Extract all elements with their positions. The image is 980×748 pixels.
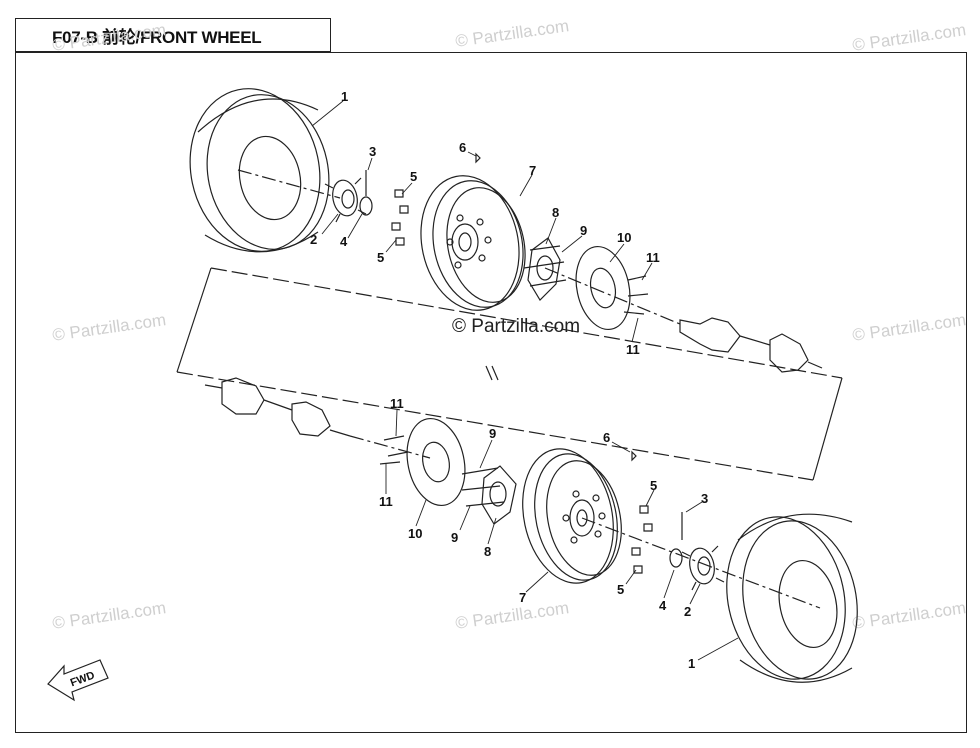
callout-10b: 10 [408, 526, 422, 541]
wheel-studs-upper [524, 246, 566, 286]
callout-6: 6 [459, 140, 466, 155]
hub-cap-lower [682, 546, 724, 590]
callout-11b: 11 [626, 342, 640, 357]
callout-7b: 7 [519, 590, 526, 605]
callout-1b: 1 [688, 656, 695, 671]
callout-9: 9 [580, 223, 587, 238]
callout-11d: 11 [379, 494, 393, 509]
hub-lower [482, 466, 516, 524]
brake-disc-upper [569, 242, 637, 335]
callout-2: 2 [310, 232, 317, 247]
callout-9c: 9 [451, 530, 458, 545]
callout-5: 5 [410, 169, 417, 184]
callout-11: 11 [646, 250, 660, 265]
callout-6b: 6 [603, 430, 610, 445]
castle-nut-lower [670, 549, 682, 567]
callout-5d: 5 [617, 582, 624, 597]
diagram-frame [15, 52, 967, 733]
hub-upper [528, 238, 560, 300]
callout-1: 1 [341, 89, 348, 104]
castle-nut-upper [360, 197, 372, 215]
drive-shaft-lower [205, 378, 350, 436]
diagram-title: F07-B 前轮/FRONT WHEEL [15, 18, 331, 52]
lug-nuts-upper [392, 190, 408, 245]
callout-10: 10 [617, 230, 631, 245]
brake-disc-lower [399, 413, 472, 511]
callout-5b: 5 [377, 250, 384, 265]
lug-nuts-lower [632, 506, 652, 573]
tire-lower [712, 506, 871, 691]
drive-shaft-upper [680, 318, 822, 372]
callout-9b: 9 [489, 426, 496, 441]
valve-stem-upper [476, 154, 480, 162]
valve-stem-lower [632, 452, 636, 460]
disc-bolts-upper [624, 276, 648, 314]
callout-4b: 4 [659, 598, 667, 613]
callout-2b: 2 [684, 604, 691, 619]
fwd-arrow: FWD [48, 660, 108, 700]
callout-8b: 8 [484, 544, 491, 559]
callout-5c: 5 [650, 478, 657, 493]
rim-lower [511, 440, 631, 591]
wheel-studs-lower [462, 468, 504, 506]
callout-8: 8 [552, 205, 559, 220]
callout-11c: 11 [390, 396, 404, 411]
title-text: F07-B 前轮/FRONT WHEEL [52, 27, 262, 47]
callout-3b: 3 [701, 491, 708, 506]
center-watermark: © Partzilla.com [452, 316, 581, 337]
callout-7: 7 [529, 163, 536, 178]
hub-cap-upper [325, 178, 366, 222]
disc-bolts-lower [380, 436, 408, 464]
rim-upper [409, 167, 535, 320]
callout-4: 4 [340, 234, 348, 249]
tire-upper [175, 76, 343, 263]
callout-labels: 1 2 3 4 5 5 6 7 8 9 10 11 11 11 11 10 9 … [310, 89, 708, 671]
callout-3: 3 [369, 144, 376, 159]
